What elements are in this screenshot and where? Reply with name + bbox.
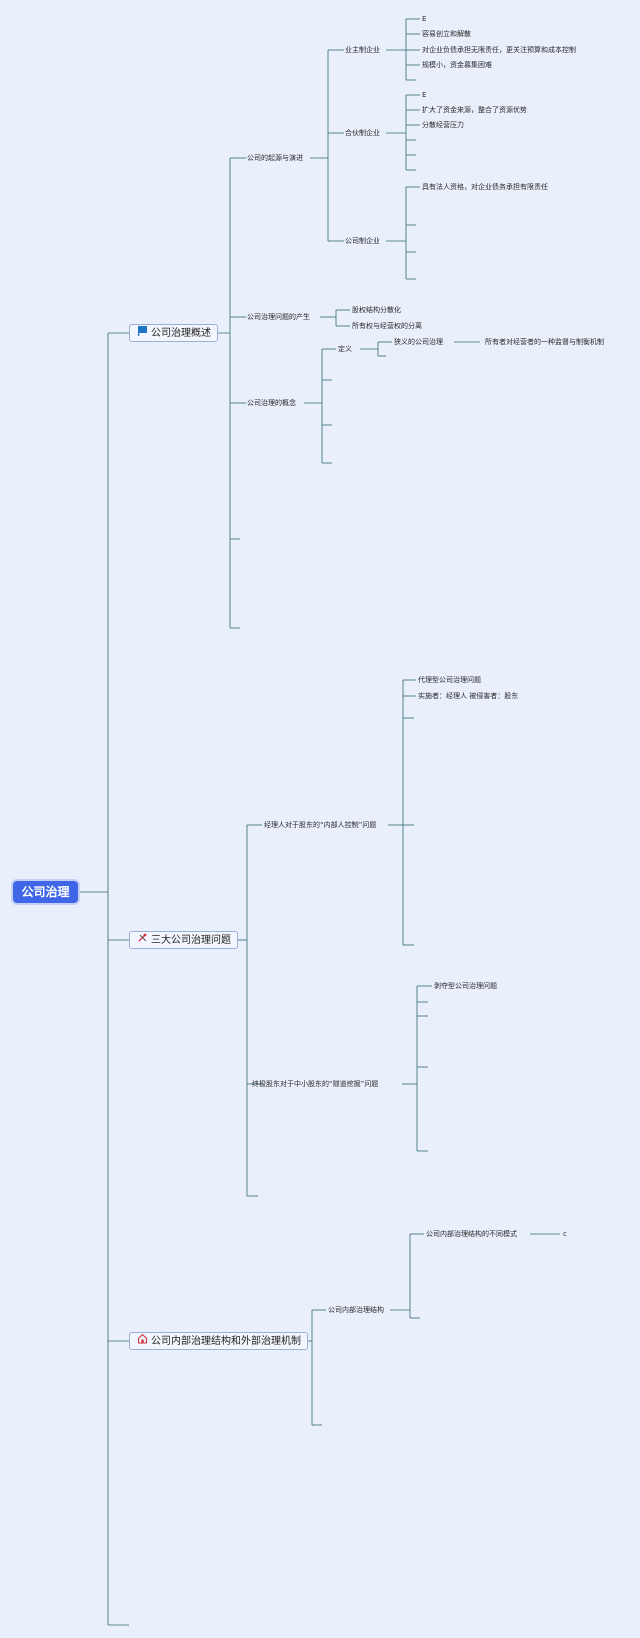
node-structure-modes[interactable]: 公司内部治理结构的不同模式	[426, 1230, 517, 1238]
root-node[interactable]: 公司治理	[13, 881, 78, 903]
home-icon	[136, 1333, 149, 1351]
leaf-sole-1[interactable]: E	[422, 15, 427, 23]
leaf-sole-2[interactable]: 容易创立和解散	[422, 30, 471, 38]
branch-overview[interactable]: 公司治理概述	[129, 324, 218, 342]
node-internal-structure[interactable]: 公司内部治理结构	[328, 1306, 384, 1314]
leaf-insider-2[interactable]: 实施者：经理人 被侵害者：股东	[418, 692, 519, 700]
node-insider-control[interactable]: 经理人对于股东的“内部人控制”问题	[264, 821, 377, 829]
leaf-insider-1[interactable]: 代理型公司治理问题	[418, 676, 481, 684]
node-origin[interactable]: 公司的起源与演进	[247, 154, 303, 162]
leaf-structure-modes-child[interactable]: c	[563, 1230, 567, 1238]
branch-structure-label: 公司内部治理结构和外部治理机制	[151, 1336, 301, 1347]
node-definition[interactable]: 定义	[338, 345, 352, 353]
tools-icon	[136, 932, 149, 950]
node-corporation[interactable]: 公司制企业	[345, 237, 380, 245]
node-concept[interactable]: 公司治理的概念	[247, 399, 296, 407]
flag-icon	[136, 325, 149, 343]
leaf-sole-4[interactable]: 规模小，资金募集困难	[422, 61, 492, 69]
branch-overview-label: 公司治理概述	[151, 328, 211, 339]
leaf-tunneling-1[interactable]: 剥夺型公司治理问题	[434, 982, 497, 990]
node-partnership[interactable]: 合伙制企业	[345, 129, 380, 137]
leaf-problem-1[interactable]: 股权结构分散化	[352, 306, 401, 314]
node-narrow-governance[interactable]: 狭义的公司治理	[394, 338, 443, 346]
branch-three-problems-label: 三大公司治理问题	[151, 935, 231, 946]
leaf-partner-3[interactable]: 分散经营压力	[422, 121, 464, 129]
leaf-corporate-1[interactable]: 具有法人资格，对企业债务承担有限责任	[422, 183, 548, 191]
leaf-problem-2[interactable]: 所有权与经营权的分离	[352, 322, 422, 330]
leaf-partner-2[interactable]: 扩大了资金来源，整合了资源优势	[422, 106, 527, 114]
node-sole-proprietorship[interactable]: 业主制企业	[345, 46, 380, 54]
leaf-sole-3[interactable]: 对企业负债承担无限责任，更关注预算和成本控制	[422, 46, 576, 54]
node-problem-origin[interactable]: 公司治理问题的产生	[247, 313, 310, 321]
branch-three-problems[interactable]: 三大公司治理问题	[129, 931, 238, 949]
node-tunneling[interactable]: 终极股东对于中小股东的“隧道挖掘”问题	[252, 1080, 379, 1088]
leaf-narrow-detail[interactable]: 所有者对经营者的一种监督与制衡机制	[485, 338, 604, 346]
branch-structure[interactable]: 公司内部治理结构和外部治理机制	[129, 1332, 308, 1350]
leaf-partner-1[interactable]: E	[422, 91, 427, 99]
